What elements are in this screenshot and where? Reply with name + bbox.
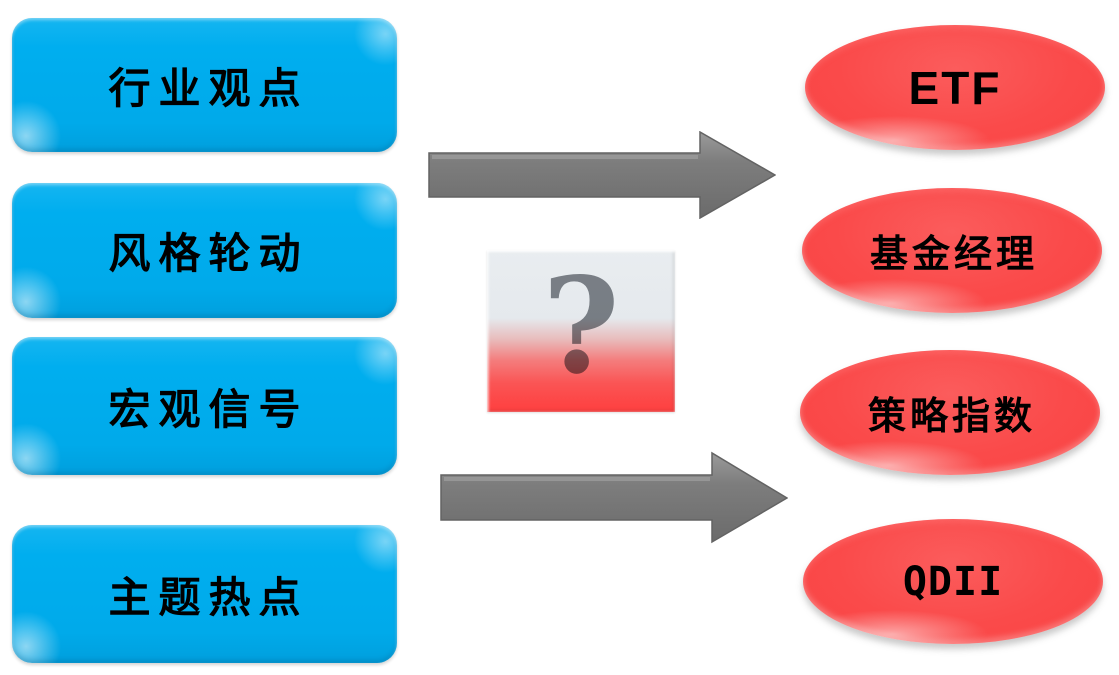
output-ellipse-etf: ETF xyxy=(805,25,1105,150)
output-ellipse-label: 基金经理 xyxy=(869,234,1038,276)
arrow-right-icon-top xyxy=(428,131,776,219)
input-box-style-rotation: 风格轮动 xyxy=(12,183,397,318)
input-box-industry-views: 行业观点 xyxy=(12,18,397,152)
question-mark-icon: ? xyxy=(542,249,620,404)
input-box-label: 宏观信号 xyxy=(108,387,309,434)
input-box-label: 行业观点 xyxy=(108,66,309,113)
output-ellipse-qdii: QDII xyxy=(803,519,1103,644)
arrow-right-icon-bottom xyxy=(440,451,788,544)
output-ellipse-label: 策略指数 xyxy=(867,396,1036,438)
output-ellipse-label: QDII xyxy=(902,558,1004,605)
output-ellipse-fund-manager: 基金经理 xyxy=(802,188,1102,313)
output-ellipse-strategy-index: 策略指数 xyxy=(800,350,1100,475)
input-box-label: 主题热点 xyxy=(108,575,309,622)
input-box-macro-signals: 宏观信号 xyxy=(12,337,397,475)
question-mark-box: ? xyxy=(487,250,675,412)
output-ellipse-label: ETF xyxy=(908,61,1002,114)
input-box-theme-hotspots: 主题热点 xyxy=(12,525,397,663)
input-box-label: 风格轮动 xyxy=(108,232,309,278)
